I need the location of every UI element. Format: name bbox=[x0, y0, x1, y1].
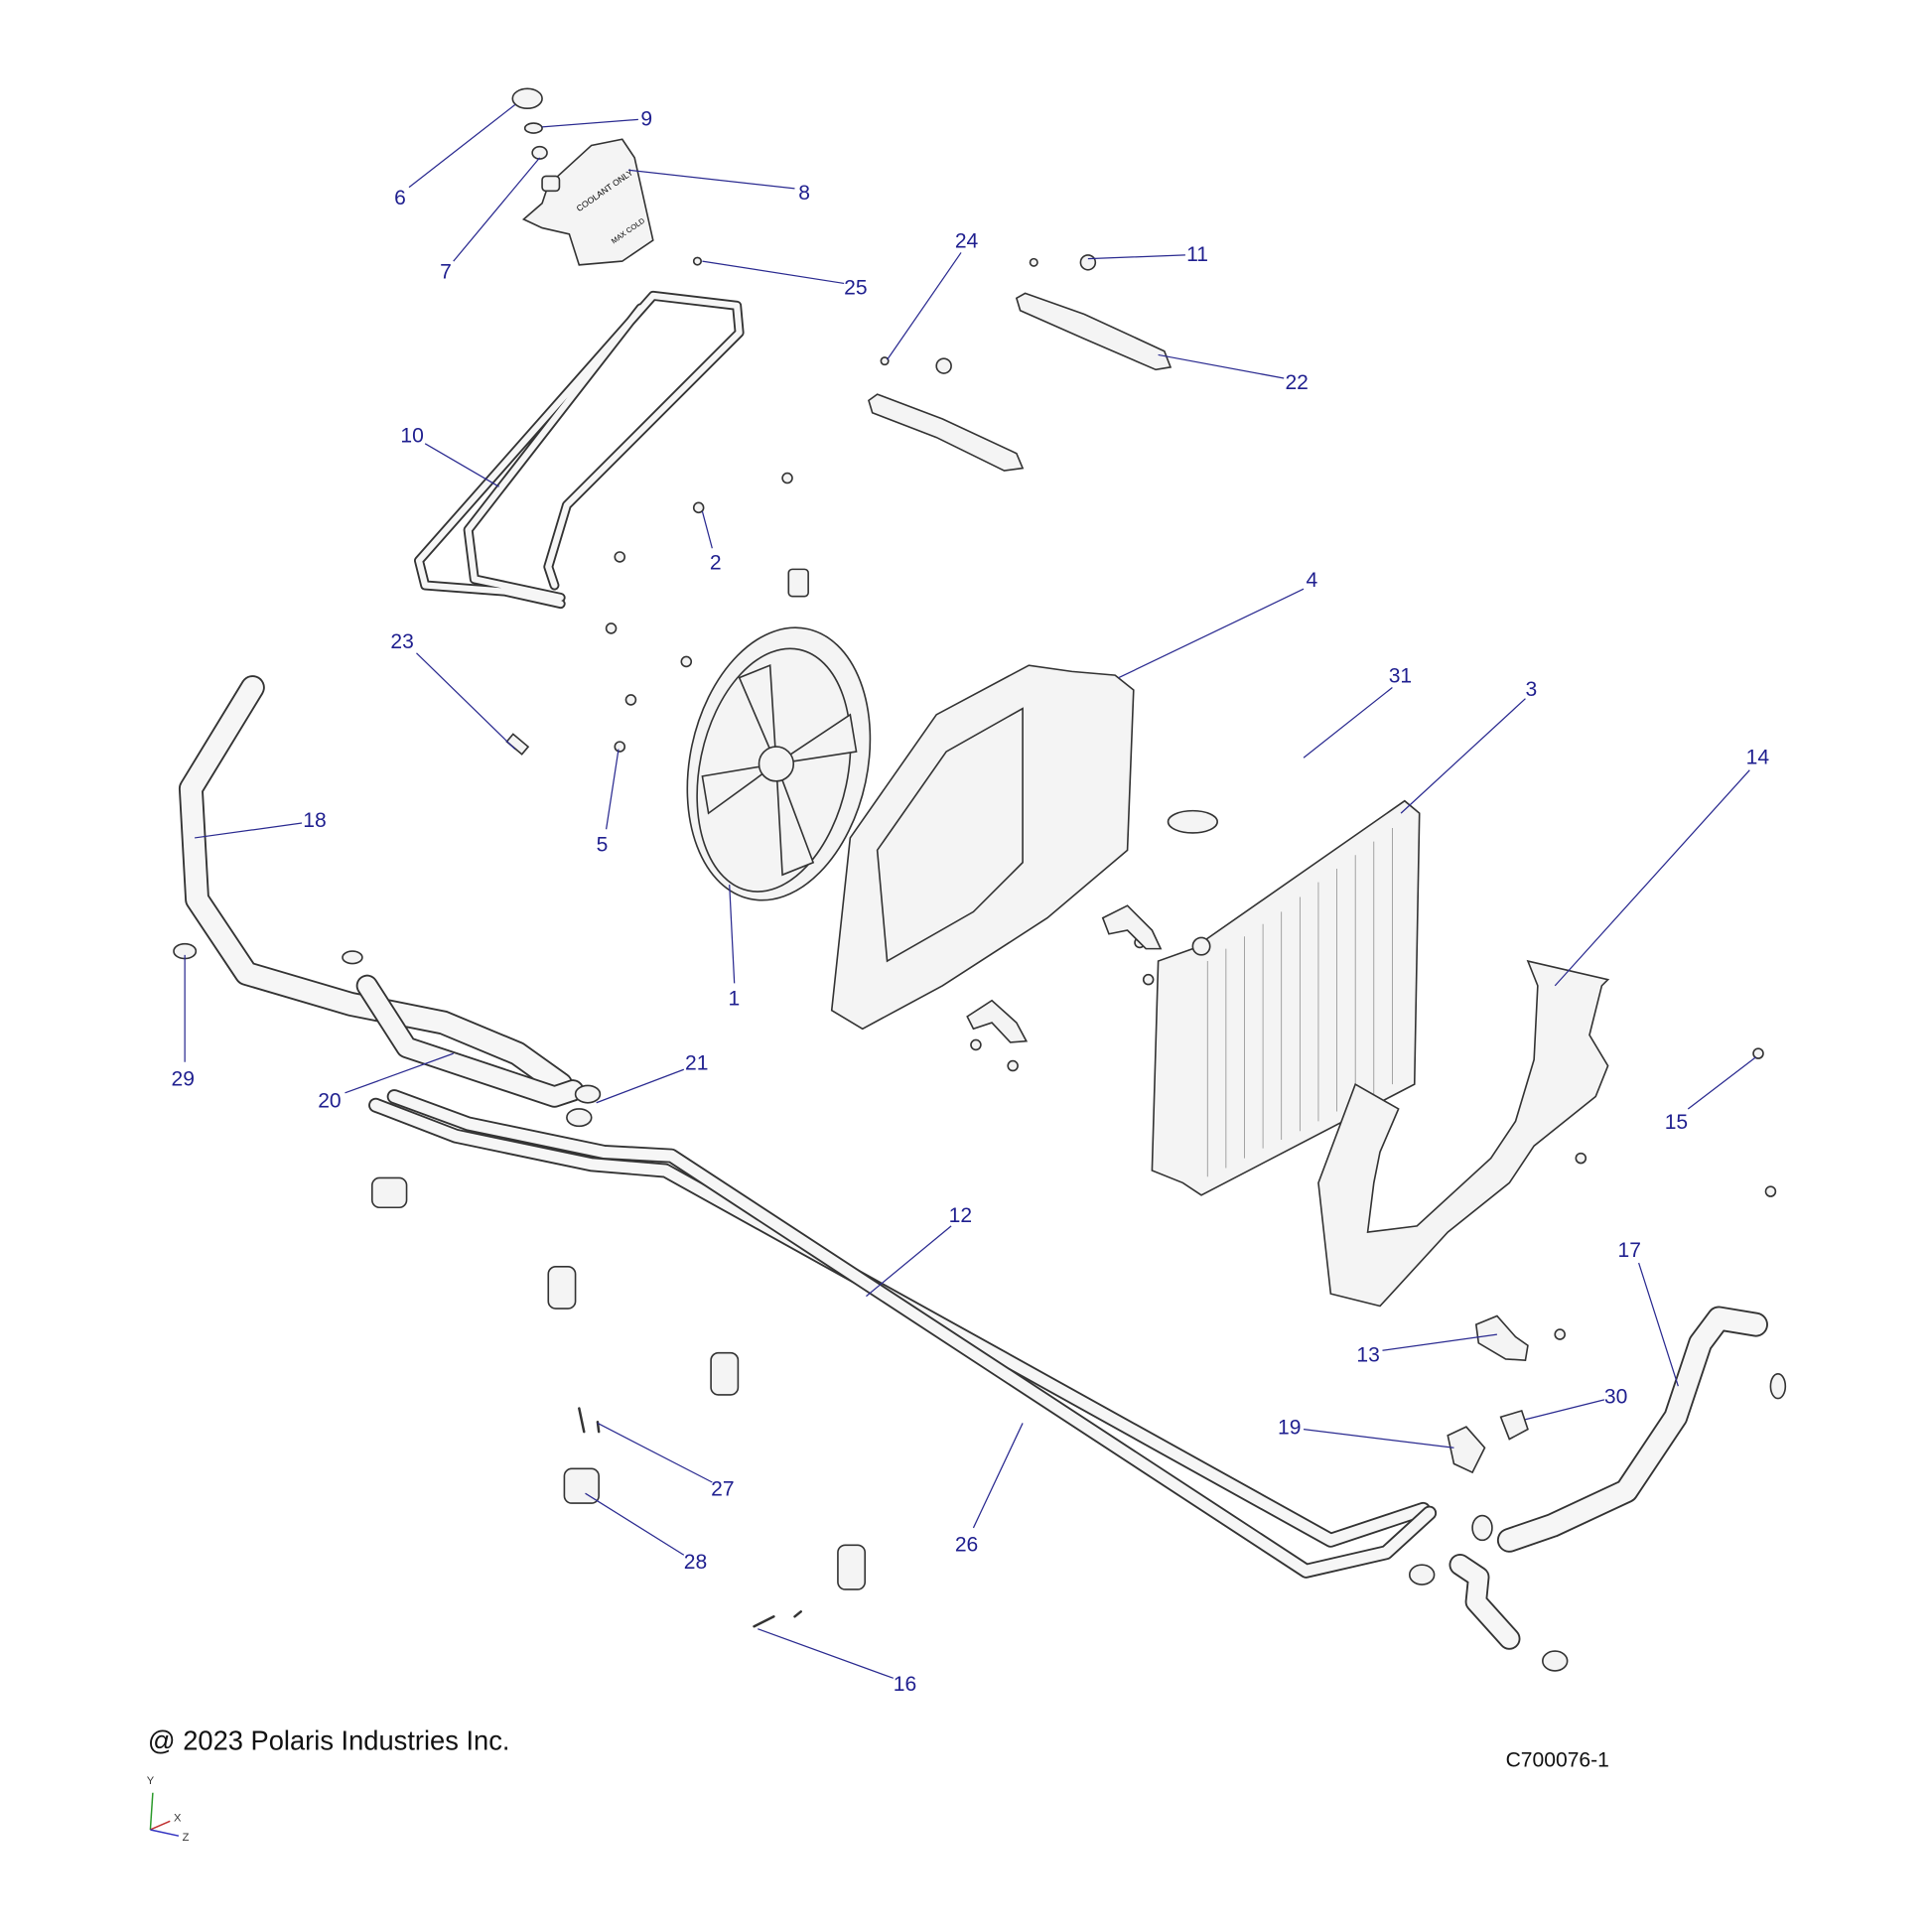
callout-12: 12 bbox=[949, 1204, 972, 1227]
fasteners bbox=[605, 472, 1777, 1340]
hose-17 bbox=[1449, 1306, 1768, 1650]
callout-30: 30 bbox=[1604, 1386, 1627, 1409]
axis-y-label: Y bbox=[147, 1775, 155, 1787]
callout-5: 5 bbox=[597, 834, 609, 857]
callout-25: 25 bbox=[844, 277, 867, 300]
shield-14 bbox=[1317, 959, 1610, 1308]
callout-24: 24 bbox=[955, 229, 979, 252]
callout-13: 13 bbox=[1356, 1343, 1379, 1366]
washer-9 bbox=[523, 122, 543, 134]
axis-x-label: X bbox=[174, 1812, 182, 1824]
callout-21: 21 bbox=[685, 1051, 708, 1074]
pipes-12-26 bbox=[368, 1089, 1438, 1579]
callout-31: 31 bbox=[1389, 665, 1412, 688]
hose-30 bbox=[1499, 1410, 1529, 1441]
callout-17: 17 bbox=[1618, 1239, 1641, 1262]
callout-15: 15 bbox=[1665, 1111, 1688, 1134]
copyright-text: @ 2023 Polaris Industries Inc. bbox=[148, 1725, 510, 1755]
axis-z-label: Z bbox=[183, 1832, 190, 1844]
callout-6: 6 bbox=[394, 187, 406, 209]
callout-27: 27 bbox=[711, 1478, 734, 1501]
callout-22: 22 bbox=[1285, 371, 1308, 394]
fan-1 bbox=[686, 568, 872, 901]
cap-7 bbox=[531, 145, 548, 160]
shroud-4 bbox=[830, 664, 1135, 1031]
pipe-clips-28 bbox=[370, 1176, 867, 1590]
hose-20 bbox=[355, 974, 585, 1108]
radiator-cap-31 bbox=[1167, 809, 1218, 834]
callout-16: 16 bbox=[894, 1673, 916, 1696]
callout-8: 8 bbox=[798, 182, 810, 205]
part-drawings: COOLANT ONLY MAX COLD bbox=[173, 87, 1787, 1672]
clamps bbox=[173, 942, 1787, 1672]
leader-lines bbox=[184, 104, 1756, 1679]
callout-1: 1 bbox=[728, 988, 740, 1011]
callout-3: 3 bbox=[1525, 678, 1537, 701]
callout-19: 19 bbox=[1278, 1417, 1301, 1440]
callout-23: 23 bbox=[390, 630, 413, 653]
callout-10: 10 bbox=[400, 425, 423, 448]
callout-29: 29 bbox=[172, 1067, 195, 1090]
callout-labels: 1 2 3 4 5 6 7 8 9 10 11 12 13 14 15 16 1… bbox=[172, 108, 1770, 1696]
hose-13 bbox=[1474, 1314, 1529, 1361]
callout-20: 20 bbox=[318, 1090, 341, 1113]
callout-4: 4 bbox=[1307, 569, 1318, 592]
drawing-code: C700076-1 bbox=[1506, 1749, 1609, 1772]
callout-7: 7 bbox=[440, 260, 452, 283]
bracket-22-lower bbox=[868, 393, 1025, 472]
callout-11: 11 bbox=[1186, 243, 1208, 266]
callout-28: 28 bbox=[684, 1551, 707, 1574]
hose-19 bbox=[1447, 1426, 1486, 1474]
hose-10 bbox=[414, 290, 745, 610]
callout-14: 14 bbox=[1746, 746, 1770, 768]
bracket-22-upper bbox=[1015, 292, 1173, 371]
callout-26: 26 bbox=[955, 1534, 978, 1557]
callout-9: 9 bbox=[640, 108, 652, 131]
callout-18: 18 bbox=[303, 809, 326, 832]
callout-2: 2 bbox=[710, 551, 722, 574]
hose-18 bbox=[178, 675, 574, 1097]
cap-6 bbox=[511, 87, 543, 110]
axis-triad-icon: Y X Z bbox=[147, 1775, 190, 1844]
